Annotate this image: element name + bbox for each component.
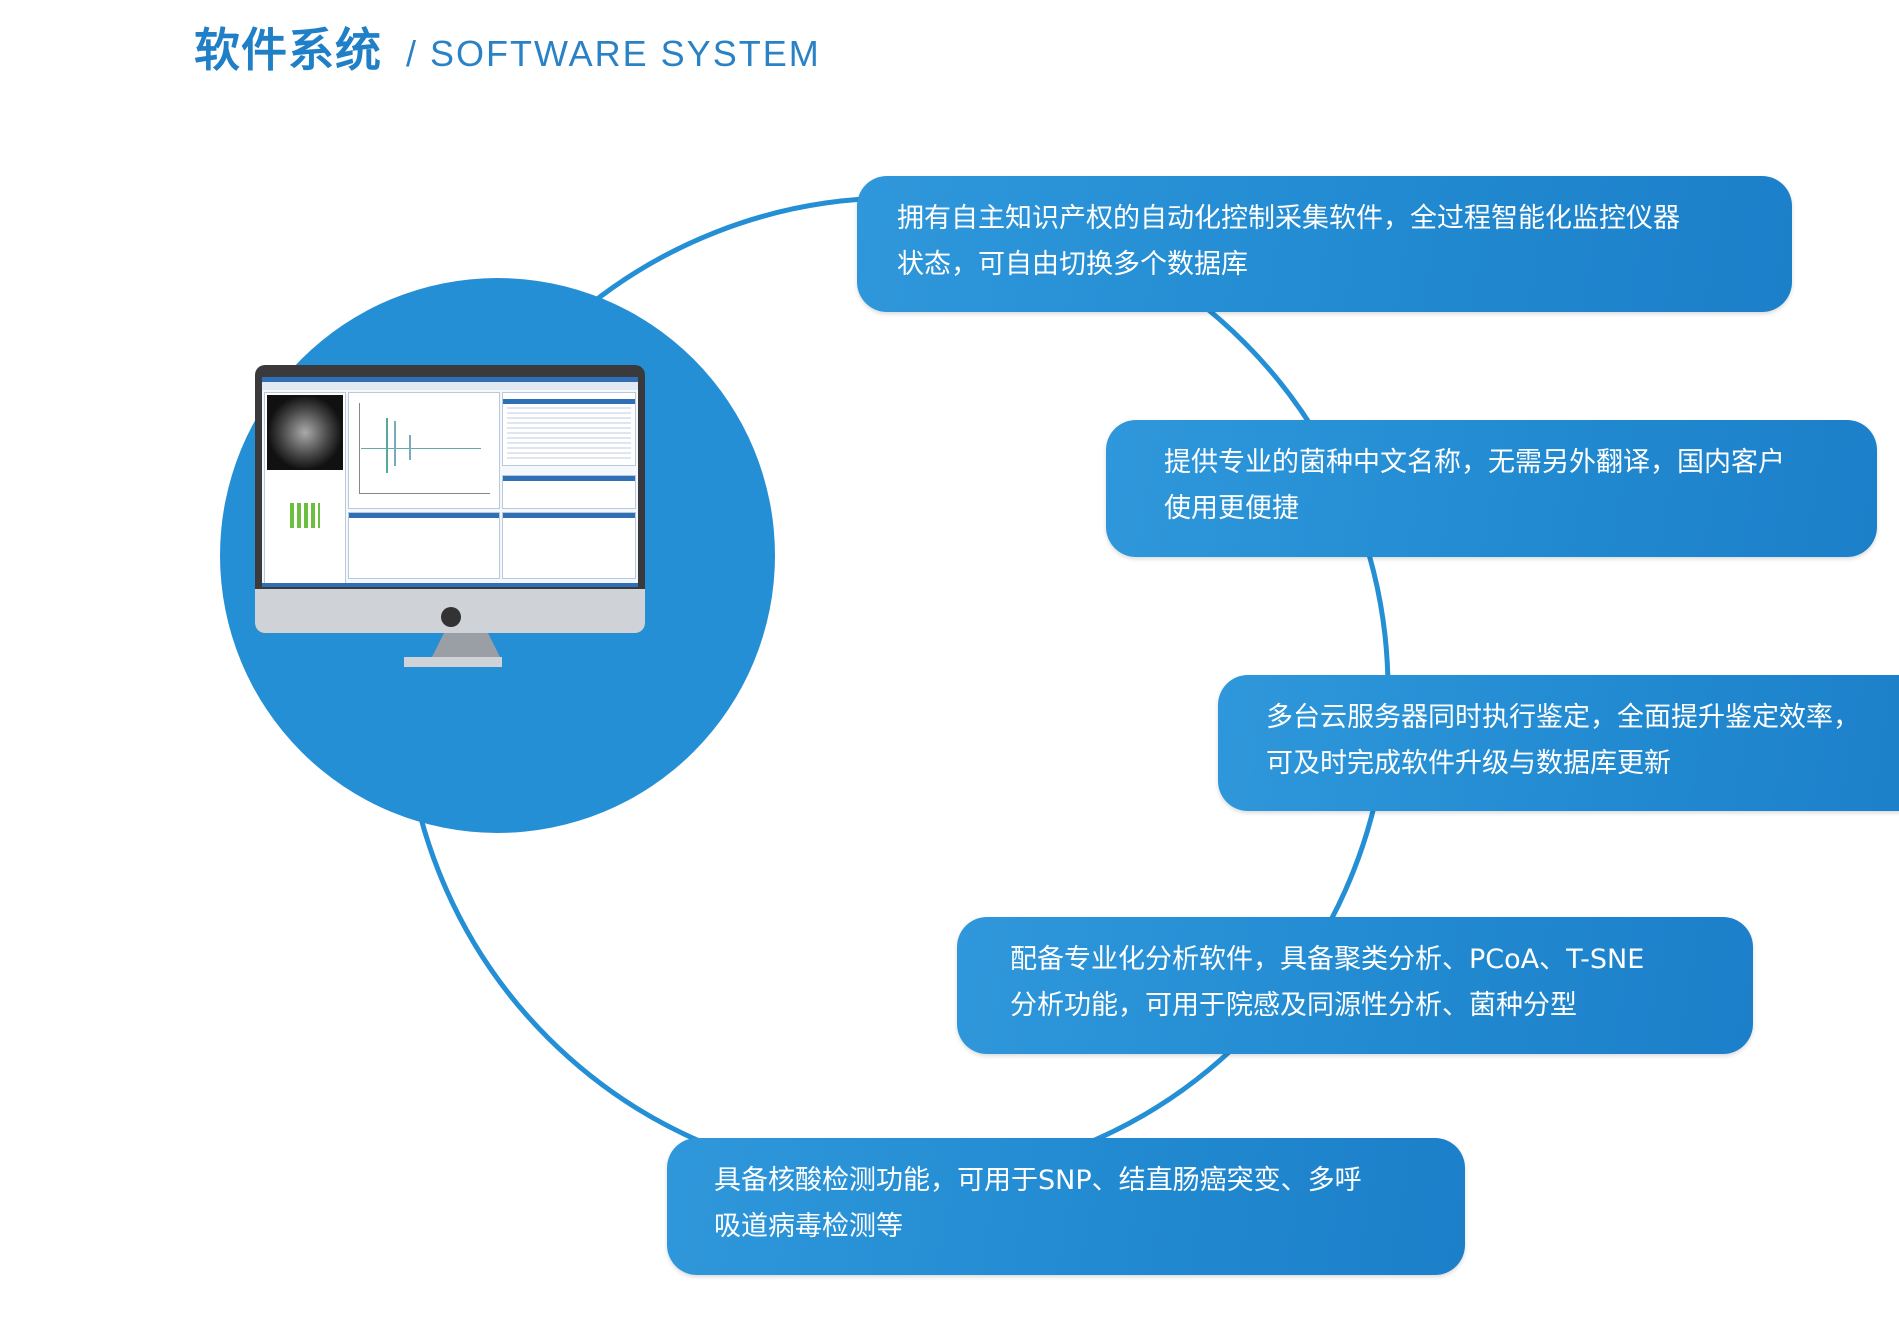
software-screenshot bbox=[262, 377, 638, 587]
monitor-stand bbox=[432, 633, 500, 657]
feature-card-analysis: 配备专业化分析软件，具备聚类分析、PCoA、T-SNE 分析功能，可用于院感及同… bbox=[957, 917, 1753, 1054]
feature-card-acquisition: 拥有自主知识产权的自动化控制采集软件，全过程智能化监控仪器 状态，可自由切换多个… bbox=[857, 176, 1792, 312]
feature-line: 拥有自主知识产权的自动化控制采集软件，全过程智能化监控仪器 bbox=[897, 203, 1680, 234]
title-chinese: 软件系统 bbox=[194, 23, 382, 77]
camera-dot bbox=[441, 607, 461, 627]
page-header: 软件系统 / SOFTWARE SYSTEM bbox=[194, 14, 821, 80]
feature-card-nucleic-acid: 具备核酸检测功能，可用于SNP、结直肠癌突变、多呼 吸道病毒检测等 bbox=[667, 1138, 1465, 1275]
feature-line: 多台云服务器同时执行鉴定，全面提升鉴定效率， bbox=[1266, 702, 1860, 733]
title-english: / SOFTWARE SYSTEM bbox=[406, 33, 821, 74]
monitor-illustration bbox=[255, 365, 645, 633]
feature-line: 使用更便捷 bbox=[1164, 493, 1299, 524]
monitor-base bbox=[404, 657, 502, 667]
feature-card-chinese-names: 提供专业的菌种中文名称，无需另外翻译，国内客户 使用更便捷 bbox=[1106, 420, 1877, 557]
feature-line: 配备专业化分析软件，具备聚类分析、PCoA、T-SNE bbox=[1010, 944, 1645, 975]
feature-line: 提供专业的菌种中文名称，无需另外翻译，国内客户 bbox=[1164, 447, 1785, 478]
feature-line: 吸道病毒检测等 bbox=[714, 1211, 903, 1242]
feature-line: 分析功能，可用于院感及同源性分析、菌种分型 bbox=[1010, 990, 1577, 1021]
feature-card-cloud: 多台云服务器同时执行鉴定，全面提升鉴定效率， 可及时完成软件升级与数据库更新 bbox=[1218, 675, 1899, 811]
feature-line: 可及时完成软件升级与数据库更新 bbox=[1266, 748, 1671, 779]
feature-line: 状态，可自由切换多个数据库 bbox=[897, 249, 1248, 280]
feature-line: 具备核酸检测功能，可用于SNP、结直肠癌突变、多呼 bbox=[714, 1165, 1362, 1196]
